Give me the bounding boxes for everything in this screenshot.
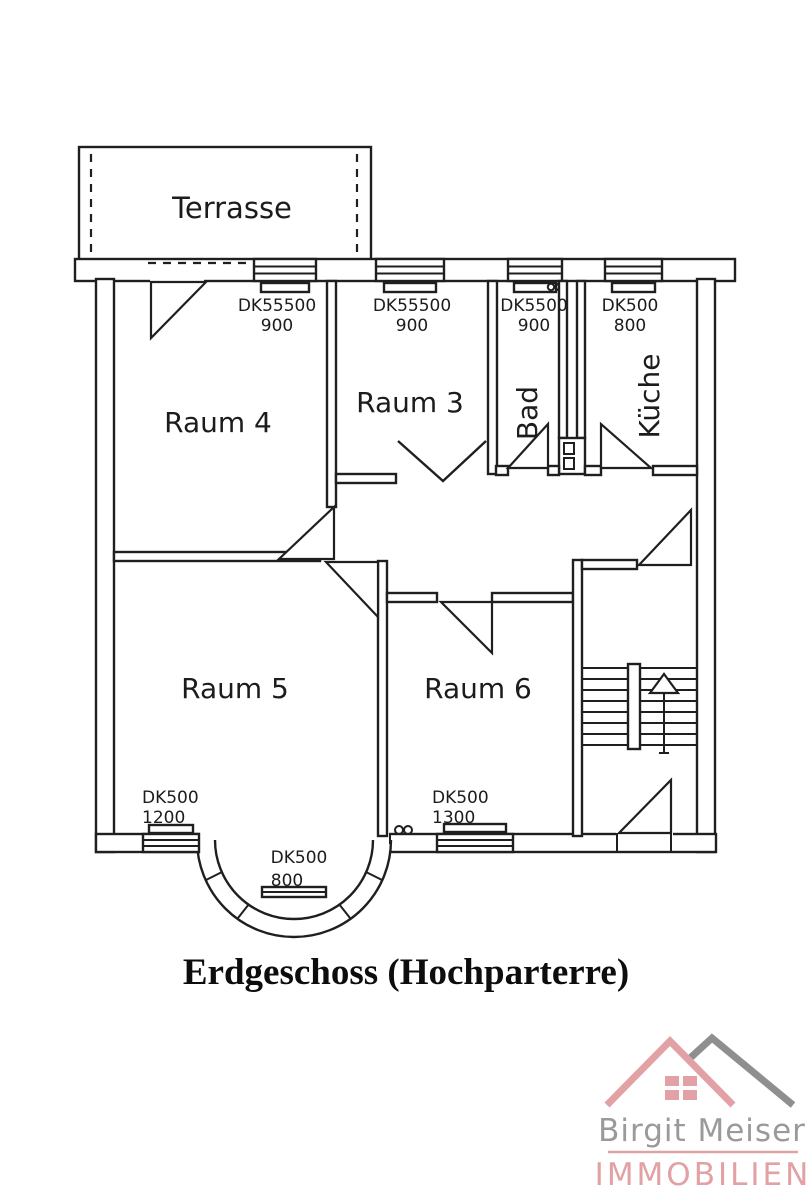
logo-name: Birgit Meiser (598, 1113, 806, 1149)
window-raum6-code: DK500 (432, 788, 489, 808)
window-kueche-size: 800 (614, 316, 646, 336)
window-raum5-size: 1200 (142, 808, 185, 828)
window-raum6 (394, 822, 515, 854)
window-raum5 (141, 823, 201, 854)
room-label-raum6: Raum 6 (424, 672, 532, 705)
room-label-bad: Bad (511, 386, 544, 440)
window-bay-size: 800 (271, 871, 303, 891)
window-raum5-code: DK500 (142, 788, 199, 808)
page-title: Erdgeschoss (Hochparterre) (183, 952, 629, 993)
window-kueche-code: DK500 (602, 296, 659, 316)
logo: Birgit Meiser IMMOBILIEN (595, 1033, 812, 1193)
roof-logo-icon (604, 1033, 796, 1108)
window-kueche (603, 257, 664, 294)
window-raum3 (374, 257, 446, 294)
room-label-raum3: Raum 3 (356, 386, 464, 419)
room-label-raum5: Raum 5 (181, 672, 289, 705)
window-raum3-code: DK55500 (373, 296, 451, 316)
bay-window (195, 831, 393, 939)
exit-door (616, 777, 673, 851)
window-bad (506, 257, 564, 294)
stairs (582, 662, 697, 751)
window-raum4-code: DK55500 (238, 296, 316, 316)
door-swings (276, 421, 693, 656)
window-bad-size: 900 (518, 316, 550, 336)
room-label-raum4: Raum 4 (164, 406, 272, 439)
window-raum4-size: 900 (261, 316, 293, 336)
terrace-door-swing (149, 280, 209, 341)
window-bad-code: DK5500 (500, 296, 568, 316)
logo-subtitle: IMMOBILIEN (595, 1157, 812, 1193)
interior-walls (112, 279, 699, 838)
window-raum3-size: 900 (396, 316, 428, 336)
stairs-up-arrow-icon (647, 672, 681, 754)
window-bay-code: DK500 (271, 848, 328, 868)
room-label-kueche: Küche (633, 353, 666, 438)
window-raum6-size: 1300 (432, 808, 475, 828)
terrace-label: Terrasse (171, 191, 292, 225)
window-raum4 (252, 257, 318, 294)
